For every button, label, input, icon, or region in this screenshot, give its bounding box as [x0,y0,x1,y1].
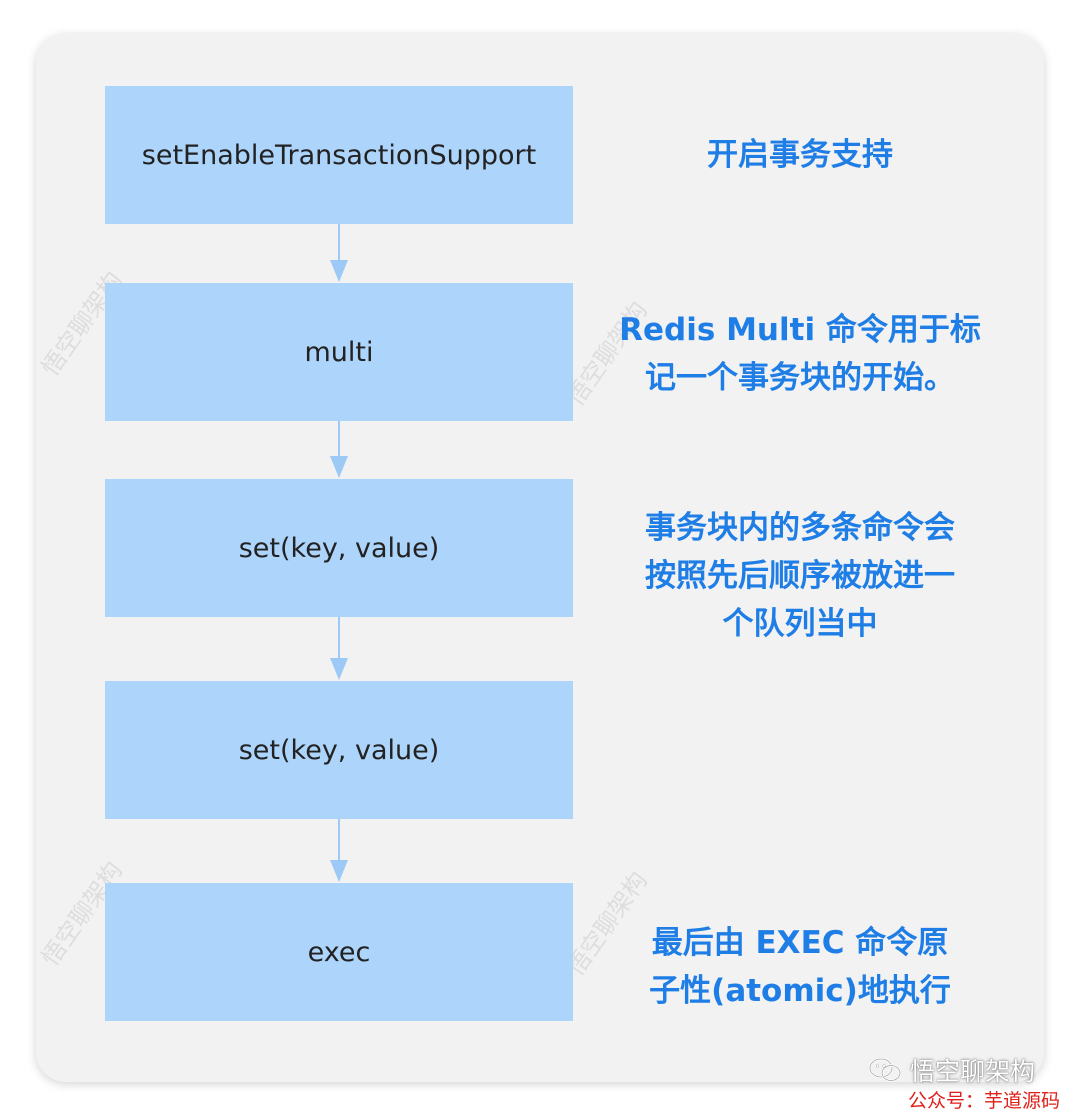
note-line: 最后由 EXEC 命令原 [651,925,949,961]
step-box-set-1: set(key, value) [105,479,573,617]
flow-arrow [330,617,348,681]
wechat-icon [868,1056,902,1084]
step-box-set-2: set(key, value) [105,681,573,819]
brand-watermark: 悟空聊架构 [868,1052,1035,1088]
footer-credit: 公众号：芋道源码 [908,1090,1061,1112]
step-label: exec [307,936,371,968]
flow-arrow [330,421,348,479]
note-enable-transaction: 开启事务支持 [600,131,1000,179]
note-line: 个队列当中 [722,606,878,642]
step-label: set(key, value) [238,734,440,766]
step-label: multi [304,336,374,368]
step-box-multi: multi [105,283,573,421]
flow-arrow [330,819,348,883]
note-line: 事务块内的多条命令会 [645,510,955,546]
note-multi: Redis Multi 命令用于标 记一个事务块的开始。 [600,306,1000,402]
step-box-enable-transaction: setEnableTransactionSupport [105,86,573,224]
note-line: 按照先后顺序被放进一 [645,558,955,594]
flow-arrow [330,224,348,283]
note-queue: 事务块内的多条命令会 按照先后顺序被放进一 个队列当中 [600,504,1000,648]
step-label: set(key, value) [238,532,440,564]
note-exec: 最后由 EXEC 命令原 子性(atomic)地执行 [600,919,1000,1015]
note-line: 记一个事务块的开始。 [645,360,955,396]
step-label: setEnableTransactionSupport [141,139,537,171]
brand-name: 悟空聊架构 [910,1057,1036,1086]
note-line: Redis Multi 命令用于标 [619,312,981,348]
note-line: 子性(atomic)地执行 [649,973,951,1009]
step-box-exec: exec [105,883,573,1021]
note-line: 开启事务支持 [707,137,893,173]
